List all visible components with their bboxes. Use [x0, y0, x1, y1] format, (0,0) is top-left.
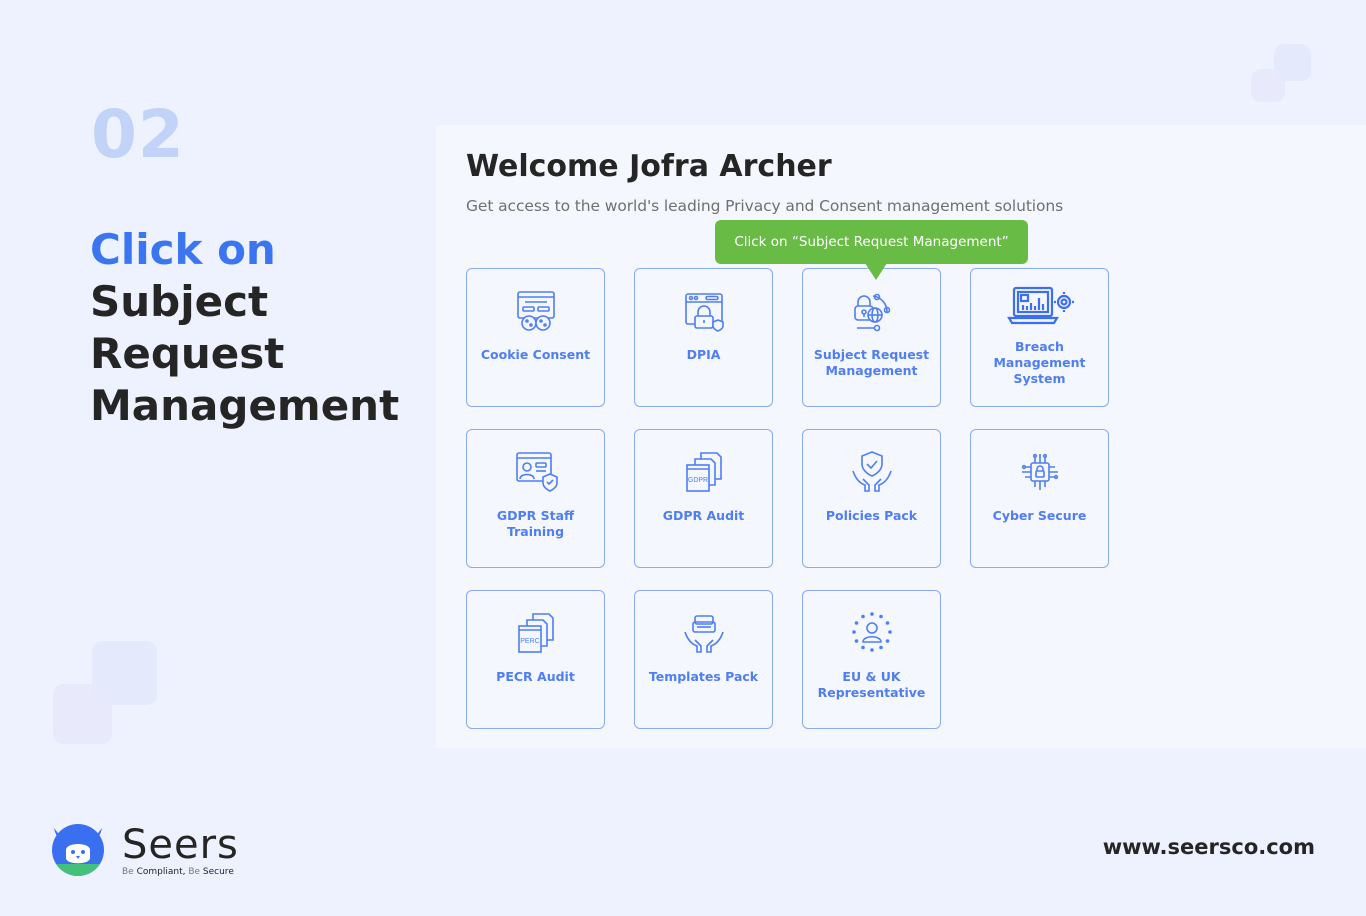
step-headline: Click on Subject Request Management	[90, 224, 399, 432]
staff-training-icon	[510, 448, 562, 496]
card-pecr-audit[interactable]: PERC PECR Audit	[466, 590, 605, 729]
card-gdpr-staff-training[interactable]: GDPR Staff Training	[466, 429, 605, 568]
svg-text:GDPR: GDPR	[687, 477, 707, 484]
decor-square	[1251, 69, 1285, 102]
card-label: PECR Audit	[496, 669, 575, 684]
headline-accent: Click on	[90, 225, 276, 274]
card-label: Subject Request Management	[813, 347, 930, 378]
breach-laptop-icon	[1005, 283, 1075, 331]
card-templates-pack[interactable]: Templates Pack	[634, 590, 773, 729]
welcome-subtitle: Get access to the world's leading Privac…	[466, 197, 1064, 215]
eu-stars-person-icon	[846, 609, 898, 657]
card-policies-pack[interactable]: Policies Pack	[802, 429, 941, 568]
owl-logo-icon	[48, 820, 108, 882]
card-cyber-secure[interactable]: Cyber Secure	[970, 429, 1109, 568]
dashboard-panel: Welcome Jofra Archer Get access to the w…	[436, 125, 1366, 748]
card-gdpr-audit[interactable]: GDPR GDPR Audit	[634, 429, 773, 568]
card-label: Cookie Consent	[480, 347, 591, 362]
card-breach-management-system[interactable]: Breach Management System	[970, 268, 1109, 407]
card-dpia[interactable]: DPIA	[634, 268, 773, 407]
card-label: Breach Management System	[993, 339, 1086, 386]
gdpr-docs-icon: GDPR	[678, 448, 730, 496]
pecr-docs-icon: PERC	[510, 609, 562, 657]
card-label: GDPR Audit	[662, 508, 745, 523]
card-label: GDPR Staff Training	[496, 508, 575, 539]
card-subject-request-management[interactable]: Subject Request Management	[802, 268, 941, 407]
headline-line: Management	[90, 381, 400, 430]
dpia-lock-icon	[678, 287, 730, 335]
templates-hands-icon	[678, 609, 730, 657]
seers-logo: Seers Be Compliant, Be Secure	[48, 820, 239, 882]
card-label: Policies Pack	[825, 508, 918, 523]
instruction-tooltip: Click on “Subject Request Management”	[715, 220, 1028, 280]
cookie-consent-icon	[510, 287, 562, 335]
welcome-title: Welcome Jofra Archer	[466, 149, 832, 184]
card-label: DPIA	[686, 347, 721, 362]
brand-name: Seers	[122, 822, 239, 868]
card-label: Templates Pack	[648, 669, 759, 684]
svg-text:PERC: PERC	[520, 638, 539, 645]
card-label: Cyber Secure	[992, 508, 1087, 523]
product-grid: Cookie Consent DPIA Subject Request Mana…	[466, 268, 1109, 729]
card-eu-uk-representative[interactable]: EU & UK Representative	[802, 590, 941, 729]
step-number: 02	[91, 96, 185, 173]
policies-shield-hands-icon	[846, 448, 898, 496]
card-cookie-consent[interactable]: Cookie Consent	[466, 268, 605, 407]
cyber-chip-icon	[1014, 448, 1066, 496]
brand-tagline: Be Compliant, Be Secure	[122, 867, 234, 877]
headline-line: Request	[90, 329, 285, 378]
headline-line: Subject	[90, 277, 269, 326]
card-label: EU & UK Representative	[817, 669, 926, 700]
decor-square	[53, 684, 112, 744]
subject-request-icon	[846, 287, 898, 335]
website-link[interactable]: www.seersco.com	[1102, 835, 1315, 859]
